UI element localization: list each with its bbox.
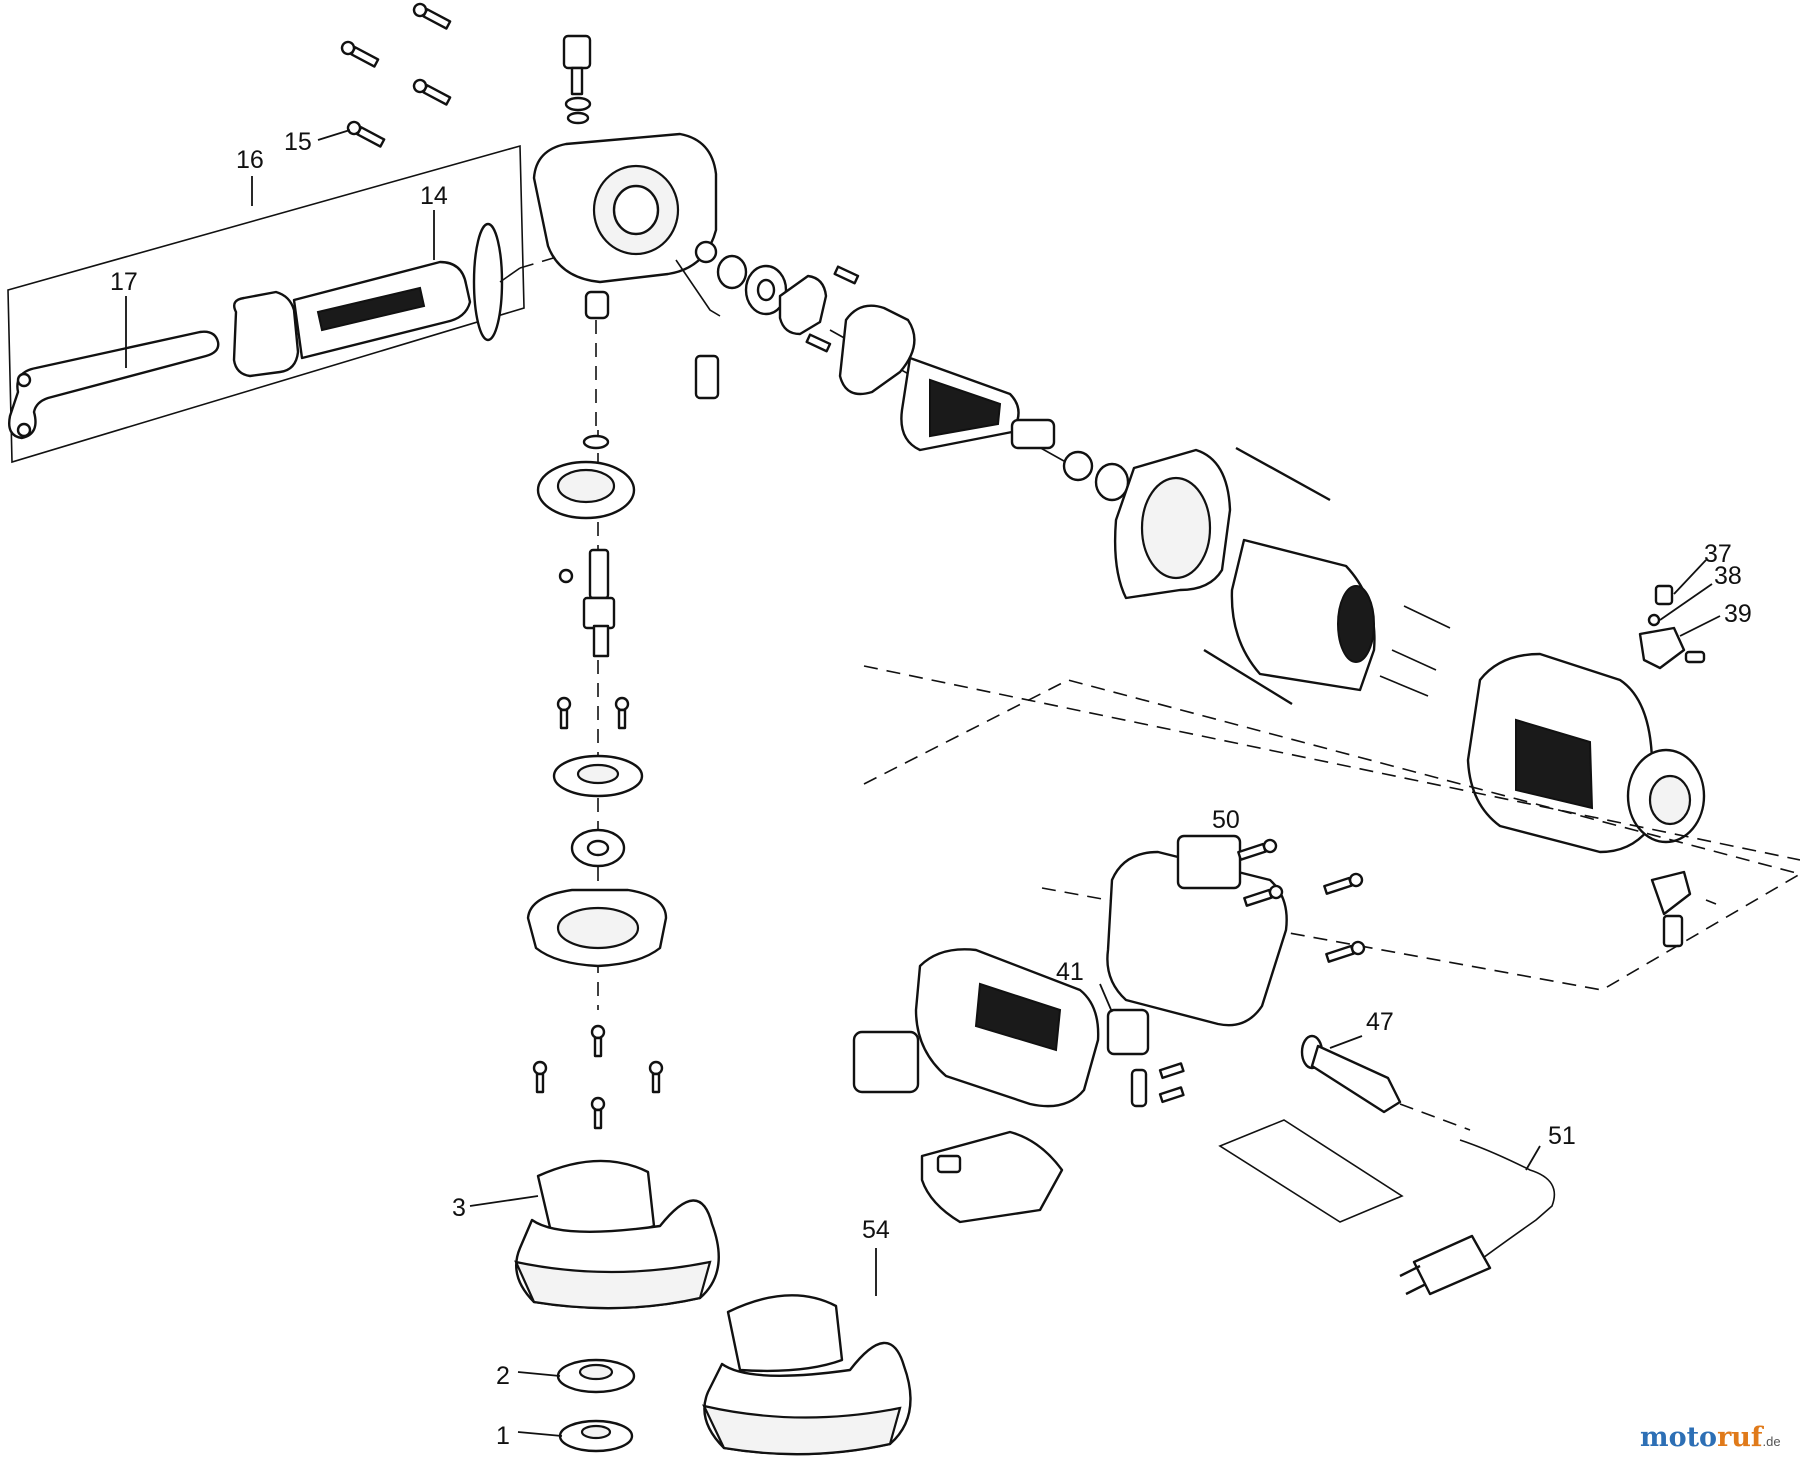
rear-bearing — [1062, 450, 1094, 482]
callout-1: 1 — [496, 1422, 510, 1450]
stator — [1230, 538, 1376, 692]
svg-text:motoruf.de: motoruf.de — [1640, 1422, 1781, 1453]
stator-screw-bottom — [1203, 648, 1293, 706]
wheel-guard — [514, 1159, 720, 1310]
pin-wrench — [8, 330, 220, 440]
front-housing-group — [852, 948, 1185, 1224]
brush-screw — [1647, 613, 1661, 627]
switch-lever — [920, 1130, 1064, 1224]
spindle — [588, 548, 610, 600]
stator-group — [1113, 446, 1451, 706]
cord-group — [1218, 1034, 1556, 1296]
brush-cap — [1654, 584, 1674, 606]
side-handle-group — [7, 144, 581, 464]
pinion-gear — [716, 254, 748, 290]
switch-group-outline — [863, 679, 1800, 991]
switch — [1106, 1008, 1150, 1056]
guard-clamp — [536, 1159, 656, 1239]
armature — [829, 304, 1130, 502]
motoruf-logo: motoruf.de — [1640, 1422, 1781, 1453]
retaining-ring — [582, 434, 610, 450]
housing-bushing — [584, 290, 610, 320]
alternate-wheel-guard — [702, 1294, 912, 1456]
callout-17: 17 — [110, 268, 138, 296]
gear-housing-group — [532, 34, 721, 430]
logo-part-ruf: ruf — [1717, 1422, 1765, 1453]
handle-end-cap — [232, 290, 300, 378]
spindle-stack — [526, 430, 668, 1130]
housing-label — [852, 1030, 920, 1094]
pinion-bearing-group — [694, 240, 860, 353]
strain-relief — [1310, 1044, 1402, 1114]
carbon-brush-holder — [1638, 626, 1686, 670]
screws-top-left — [340, 2, 452, 148]
label-plate — [1176, 834, 1242, 890]
housing-pin — [694, 354, 720, 400]
logo-part-moto: moto — [1640, 1422, 1717, 1453]
stator-screw-top — [1235, 446, 1331, 502]
spindle-lock-button — [562, 34, 592, 70]
handle-flange — [472, 222, 504, 342]
callout-51: 51 — [1548, 1122, 1576, 1150]
bearing-plate — [778, 274, 828, 336]
motor-housing-group — [863, 652, 1800, 861]
callout-2: 2 — [496, 1362, 510, 1390]
callout-14: 14 — [420, 182, 448, 210]
callout-37: 37 — [1704, 540, 1732, 568]
callout-3: 3 — [452, 1194, 466, 1222]
rear-housing-half — [1106, 850, 1288, 1027]
callout-50: 50 — [1212, 806, 1240, 834]
callout-16: 16 — [236, 146, 264, 174]
brush-assembly — [1638, 584, 1717, 948]
handle-group-outline — [7, 144, 525, 464]
logo-suffix: .de — [1763, 1434, 1781, 1449]
callout-15: 15 — [284, 128, 312, 156]
callout-39: 39 — [1724, 600, 1752, 628]
commutator — [1010, 418, 1056, 450]
cord-clamp — [1130, 1068, 1148, 1108]
armature-fan — [838, 304, 916, 396]
callout-54: 54 — [862, 1216, 890, 1244]
callout-labels: 15 16 14 17 3 2 1 54 41 47 50 51 37 38 3… — [110, 128, 1752, 1450]
grip-texture — [316, 286, 426, 332]
leader-lines — [125, 129, 1721, 1437]
lock-spring — [564, 96, 592, 112]
flanges — [556, 1358, 636, 1453]
rear-housing-group — [1106, 834, 1366, 1027]
cord-label — [1218, 1119, 1404, 1223]
callout-38: 38 — [1714, 562, 1742, 590]
callout-47: 47 — [1366, 1008, 1394, 1036]
bearing-holder — [1094, 462, 1130, 502]
callout-41: 41 — [1056, 958, 1084, 986]
